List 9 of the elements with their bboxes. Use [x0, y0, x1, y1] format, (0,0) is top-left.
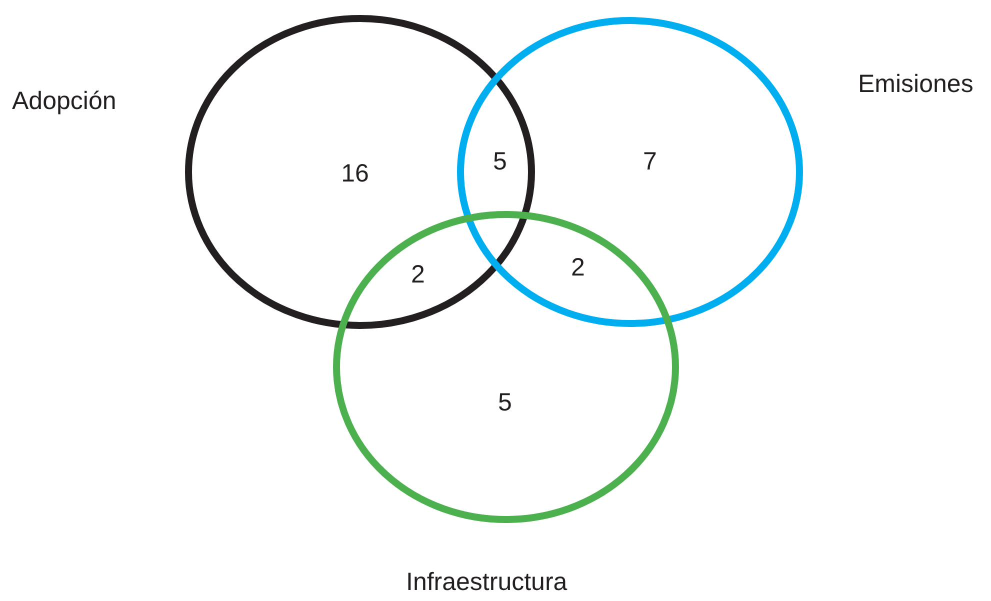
region-count: 5 [498, 388, 512, 418]
set-label: Emisiones [858, 70, 974, 99]
region-count: 2 [571, 254, 585, 282]
region-count: 16 [341, 160, 369, 188]
set-label: Infraestructura [406, 568, 568, 597]
region-count: 5 [493, 148, 507, 176]
region-count: 2 [411, 260, 425, 290]
set-label: Adopción [12, 87, 116, 116]
region-count: 7 [643, 148, 657, 176]
